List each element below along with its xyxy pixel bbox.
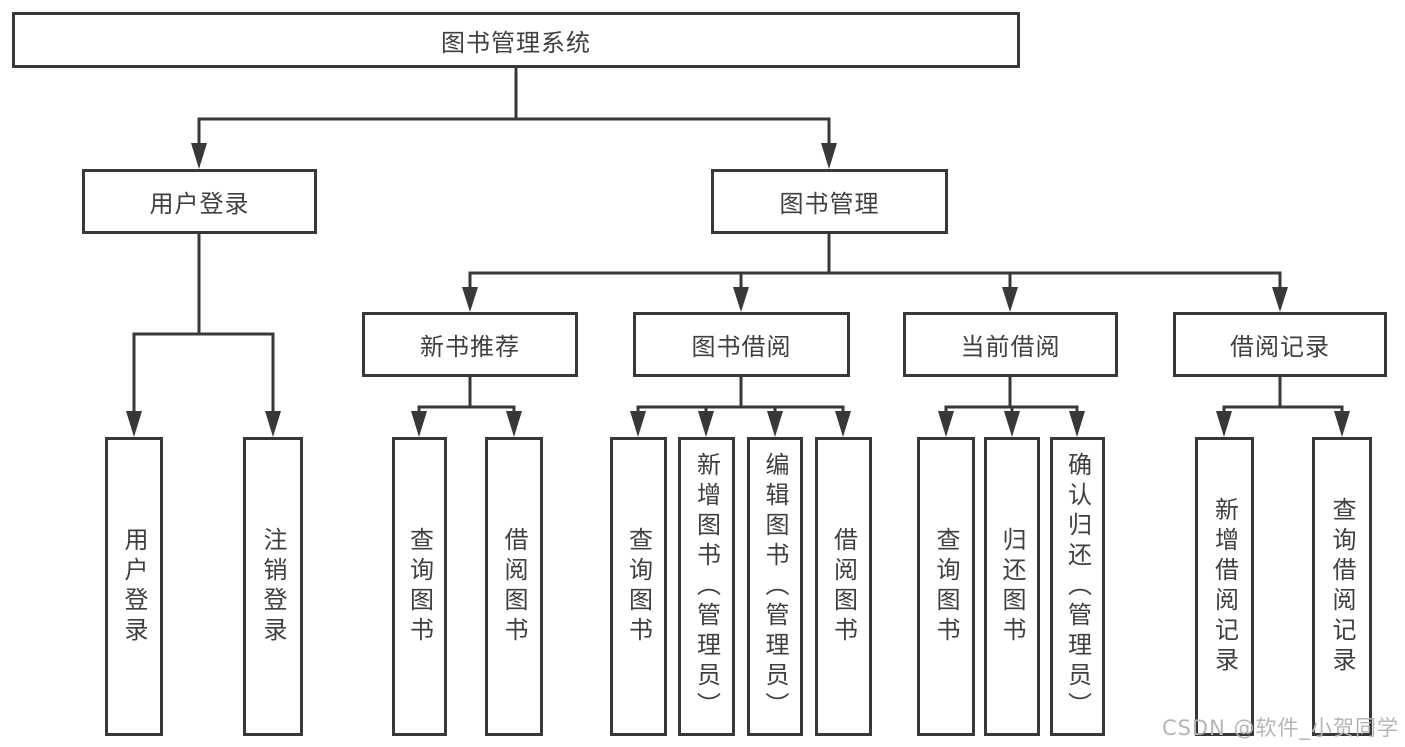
node-leaf-current-query-book-label: 查询图书 bbox=[932, 526, 960, 647]
node-submodule-borrow-record: 借阅记录 bbox=[1173, 312, 1387, 377]
node-root: 图书管理系统 bbox=[12, 12, 1020, 68]
node-leaf-current-confirm-return-admin: 确认归还（管理员） bbox=[1050, 437, 1105, 736]
node-submodule-current-borrow: 当前借阅 bbox=[903, 312, 1118, 377]
node-leaf-borrow-borrow-book: 借阅图书 bbox=[815, 437, 872, 736]
node-leaf-current-query-book: 查询图书 bbox=[917, 437, 975, 736]
connector-book-management-to-submodules bbox=[462, 234, 1288, 312]
node-leaf-borrow-add-book-admin-label: 新增图书（管理员） bbox=[692, 451, 721, 722]
node-module-book-management-label: 图书管理 bbox=[779, 190, 880, 218]
node-leaf-record-query-borrow-record-label: 查询借阅记录 bbox=[1328, 496, 1356, 677]
node-leaf-current-return-book-label: 归还图书 bbox=[998, 526, 1026, 647]
node-leaf-record-query-borrow-record: 查询借阅记录 bbox=[1312, 437, 1372, 736]
connector-new-book-to-leaves bbox=[411, 377, 522, 437]
watermark: CSDN @软件_小贺同学 bbox=[1161, 716, 1399, 740]
node-leaf-current-return-book: 归还图书 bbox=[984, 437, 1040, 736]
node-submodule-new-book-recommend-label: 新书推荐 bbox=[420, 333, 520, 361]
node-leaf-borrow-query-book-label: 查询图书 bbox=[624, 526, 653, 647]
connector-borrow-record-to-leaves bbox=[1216, 377, 1350, 437]
node-leaf-user-login-label: 用户登录 bbox=[120, 526, 148, 647]
node-submodule-book-borrow-label: 图书借阅 bbox=[691, 333, 792, 361]
node-leaf-borrow-borrow-book-label: 借阅图书 bbox=[829, 526, 858, 647]
node-leaf-record-add-borrow-record: 新增借阅记录 bbox=[1195, 437, 1254, 736]
node-leaf-logout-label: 注销登录 bbox=[259, 526, 287, 647]
connector-root-to-modules bbox=[191, 68, 837, 169]
node-leaf-newbook-query-book: 查询图书 bbox=[392, 437, 447, 736]
node-submodule-current-borrow-label: 当前借阅 bbox=[960, 333, 1061, 361]
connector-user-login-to-leaves bbox=[126, 234, 281, 437]
node-leaf-borrow-edit-book-admin-label: 编辑图书（管理员） bbox=[761, 451, 789, 722]
node-leaf-record-add-borrow-record-label: 新增借阅记录 bbox=[1210, 496, 1239, 677]
node-leaf-current-confirm-return-admin-label: 确认归还（管理员） bbox=[1063, 451, 1092, 722]
node-submodule-borrow-record-label: 借阅记录 bbox=[1230, 333, 1330, 361]
node-leaf-logout: 注销登录 bbox=[243, 437, 303, 736]
node-leaf-newbook-borrow-book-label: 借阅图书 bbox=[500, 526, 528, 647]
node-module-user-login-label: 用户登录 bbox=[149, 190, 250, 218]
node-leaf-user-login: 用户登录 bbox=[105, 437, 163, 736]
node-submodule-new-book-recommend: 新书推荐 bbox=[362, 312, 578, 377]
node-module-user-login: 用户登录 bbox=[82, 169, 317, 234]
node-leaf-newbook-query-book-label: 查询图书 bbox=[405, 526, 434, 647]
node-submodule-book-borrow: 图书借阅 bbox=[633, 312, 850, 377]
connector-current-borrow-to-leaves bbox=[938, 377, 1085, 437]
node-leaf-borrow-query-book: 查询图书 bbox=[610, 437, 667, 736]
node-leaf-newbook-borrow-book: 借阅图书 bbox=[485, 437, 543, 736]
connector-book-borrow-to-leaves bbox=[630, 377, 851, 437]
node-leaf-borrow-edit-book-admin: 编辑图书（管理员） bbox=[747, 437, 803, 736]
node-root-label: 图书管理系统 bbox=[441, 28, 591, 57]
node-module-book-management: 图书管理 bbox=[711, 169, 948, 234]
node-leaf-borrow-add-book-admin: 新增图书（管理员） bbox=[678, 437, 735, 736]
